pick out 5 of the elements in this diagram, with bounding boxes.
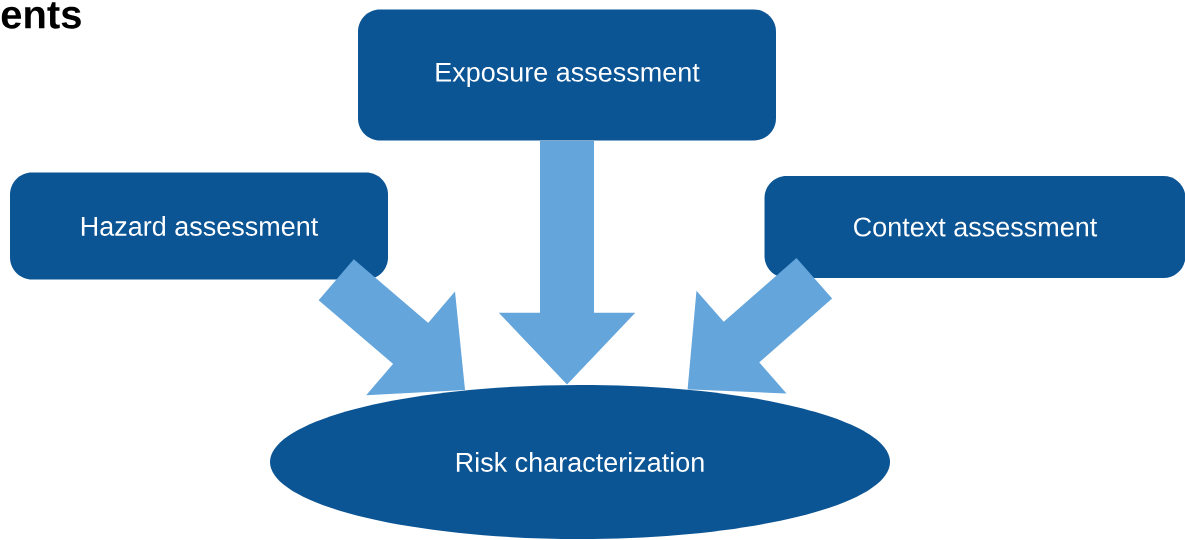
- process-box: Hazard assessment: [10, 172, 388, 280]
- process-box: Exposure assessment: [358, 9, 776, 141]
- process-box: Context assessment: [764, 176, 1185, 278]
- ellipse-node: Risk characterization: [270, 385, 890, 539]
- heading: ents: [1, 2, 81, 29]
